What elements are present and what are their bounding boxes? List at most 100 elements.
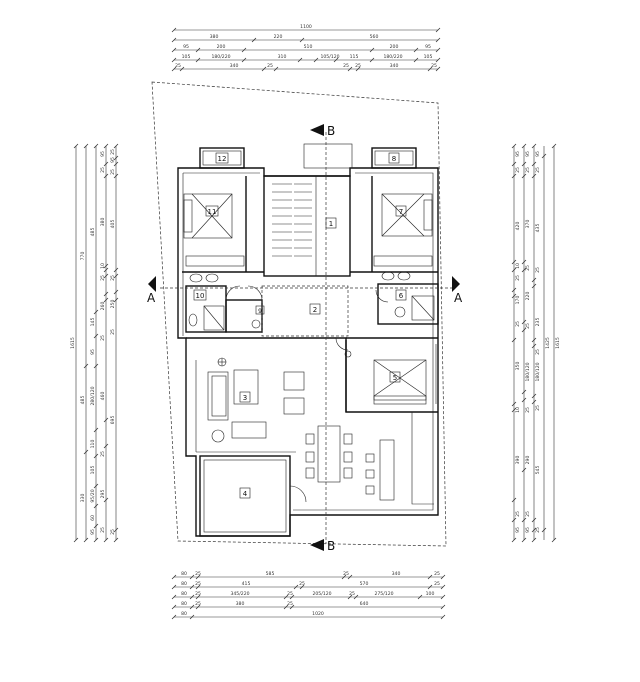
shower-right xyxy=(411,295,435,321)
entrance-canopy xyxy=(303,143,353,169)
dim-tick xyxy=(93,333,99,339)
dim-tick xyxy=(103,161,109,167)
dim-tick xyxy=(511,267,517,273)
sofa-bottom xyxy=(231,421,267,439)
dim-tick xyxy=(171,27,177,33)
toilet-left xyxy=(188,313,198,327)
dim-tick xyxy=(531,143,537,149)
dim-bot-r2-4: 25 xyxy=(299,581,305,587)
wc-left xyxy=(225,299,263,333)
dim-tick xyxy=(435,66,441,72)
room-label-10: 10 xyxy=(196,292,205,300)
dim-left-c4-6: 260 xyxy=(100,302,106,311)
dim-bot-r4-1: 80 xyxy=(181,601,187,607)
dim-tick xyxy=(83,363,89,369)
dim-tick xyxy=(531,277,537,283)
dim-tick xyxy=(541,153,547,159)
dim-left-c4-1: 95 xyxy=(100,151,106,157)
dim-left-c4-11: 25 xyxy=(100,527,106,533)
dim-left-c2-3: 330 xyxy=(80,494,86,503)
dim-right-c3-6: 25 xyxy=(535,349,541,355)
dim-tick xyxy=(83,537,89,543)
dim-top-r5-3: 25 xyxy=(267,63,273,69)
dim-left-c2-2: 485 xyxy=(80,396,86,405)
dim-tick xyxy=(541,527,547,533)
dim-bot-r1-6: 25 xyxy=(434,571,440,577)
dim-tick xyxy=(427,574,433,580)
dim-right-c4-9: 290 xyxy=(525,456,531,465)
dim-tick xyxy=(511,293,517,299)
dim-tick xyxy=(289,594,295,600)
room-label-11: 11 xyxy=(208,208,217,216)
dim-left-c4-4: 10 xyxy=(100,263,106,269)
section-b-bottom-label: B xyxy=(327,539,335,553)
dim-right-c5-7: 25 xyxy=(515,321,521,327)
dim-top-r5-4: 25 xyxy=(343,63,349,69)
dim-top-r3-2: 200 xyxy=(217,44,226,50)
dim-bot-r5-2: 1020 xyxy=(312,611,324,617)
section-a-right-label: A xyxy=(454,291,463,305)
dim-tick xyxy=(93,523,99,529)
dim-left-c3-9: 95 xyxy=(90,529,96,535)
dim-tick xyxy=(440,584,446,590)
terrace xyxy=(199,455,291,537)
dim-right-c5-10: 390 xyxy=(515,456,521,465)
dim-bot-r5-1: 80 xyxy=(181,611,187,617)
toilet-right xyxy=(394,306,406,318)
dim-left-c5-9: 25 xyxy=(110,529,116,535)
room-label-12: 12 xyxy=(218,155,227,163)
coffee-table xyxy=(233,369,259,405)
dim-right-c4-4: 25 xyxy=(525,265,531,271)
dim-tick xyxy=(73,143,79,149)
plant xyxy=(211,429,225,443)
dim-bot-r2-1: 80 xyxy=(181,581,187,587)
dim-left-c5-6: 250 xyxy=(110,300,116,309)
dim-tick xyxy=(93,503,99,509)
dimension-chain-left: 1615 770 485 330 485 145 95 280/120 110 … xyxy=(70,143,119,543)
dim-tick xyxy=(435,37,441,43)
dim-tick xyxy=(189,574,195,580)
dim-left-c5-7: 25 xyxy=(110,329,116,335)
dim-right-total: 1615 xyxy=(555,337,561,349)
dim-top-r4-3: 310 xyxy=(278,54,287,60)
dim-left-c4-8: 460 xyxy=(100,392,106,401)
dim-tick xyxy=(241,57,247,63)
dim-tick xyxy=(347,66,353,72)
dim-tick xyxy=(511,517,517,523)
dim-tick xyxy=(103,417,109,423)
dim-tick xyxy=(283,604,289,610)
dim-tick xyxy=(171,604,177,610)
dim-right-c5-6: 170 xyxy=(515,296,521,305)
dim-left-c5-3: 25 xyxy=(110,169,116,175)
dim-tick xyxy=(531,527,537,533)
dim-tick xyxy=(103,497,109,503)
dim-tick xyxy=(113,527,119,533)
dim-tick xyxy=(369,47,375,53)
hall-area xyxy=(261,285,349,337)
section-a-left-label: A xyxy=(147,291,156,305)
dim-tick xyxy=(521,467,527,473)
dim-tick xyxy=(435,47,441,53)
section-b-top-label: B xyxy=(327,124,335,138)
dim-bot-r3-2: 25 xyxy=(195,591,201,597)
dim-tick xyxy=(171,584,177,590)
dim-bot-r3-3: 345/220 xyxy=(230,591,249,597)
dim-tick xyxy=(435,27,441,33)
dim-tick xyxy=(511,497,517,503)
dim-left-c3-8: 60 xyxy=(90,515,96,521)
dim-left-c4-9: 25 xyxy=(100,451,106,457)
dim-top-r5-7: 25 xyxy=(431,63,437,69)
dim-bot-r3-1: 80 xyxy=(181,591,187,597)
dim-left-c3-3: 95 xyxy=(90,349,96,355)
dim-tick xyxy=(511,173,517,179)
dim-tick xyxy=(103,291,109,297)
dim-tick xyxy=(83,449,89,455)
dim-left-c5-2: 95 xyxy=(110,157,116,163)
room-label-5: 5 xyxy=(393,374,397,382)
dim-tick xyxy=(93,143,99,149)
dim-tick xyxy=(531,517,537,523)
dim-tick xyxy=(531,537,537,543)
dim-right-c4-10: 25 xyxy=(525,511,531,517)
dim-right-c3-7: 180/120 xyxy=(535,362,541,381)
dim-bot-r4-3: 380 xyxy=(236,601,245,607)
